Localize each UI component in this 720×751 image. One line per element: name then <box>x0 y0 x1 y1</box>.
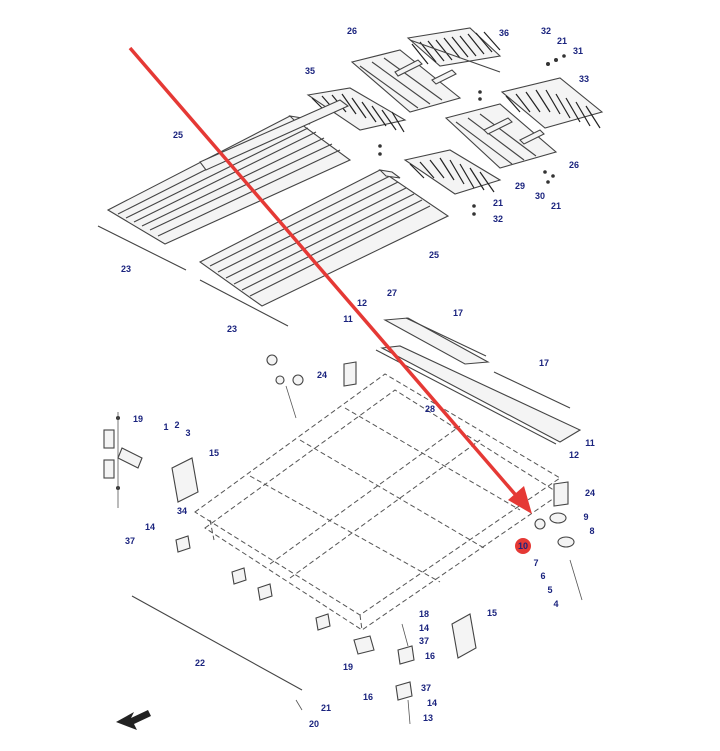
callout-14: 14 <box>145 522 155 532</box>
chaffer-sieve-25-lower <box>198 169 450 307</box>
callout-21: 21 <box>321 703 331 713</box>
callout-11: 11 <box>585 438 595 448</box>
callout-24: 24 <box>585 488 595 498</box>
callout-18: 18 <box>419 609 429 619</box>
top-sieve-assembly-26 <box>350 49 462 113</box>
callout-15: 15 <box>209 448 219 458</box>
callout-11: 11 <box>343 314 353 324</box>
brackets-bottom <box>175 535 415 725</box>
callout-9: 9 <box>583 512 588 522</box>
bracket-24-right <box>553 481 569 507</box>
callout-3: 3 <box>185 428 190 438</box>
rod-22 <box>131 595 303 711</box>
callout-4: 4 <box>553 599 558 609</box>
side-plate-15-left <box>171 457 199 503</box>
direction-arrow-icon <box>116 710 151 730</box>
callout-1: 1 <box>163 422 168 432</box>
chaffer-sieve-25-upper <box>106 99 352 245</box>
callout-6: 6 <box>540 571 545 581</box>
callout-28: 28 <box>425 404 435 414</box>
main-frame <box>194 373 561 631</box>
callout-10: 10 <box>518 541 528 551</box>
callout-30: 30 <box>535 191 545 201</box>
callout-20: 20 <box>309 719 319 729</box>
hinge-parts-upper <box>266 354 304 419</box>
callout-19: 19 <box>133 414 143 424</box>
callout-34: 34 <box>177 506 187 516</box>
callout-19: 19 <box>343 662 353 672</box>
bracket-24-upper <box>343 361 357 387</box>
callout-32: 32 <box>541 26 551 36</box>
callout-37: 37 <box>421 683 431 693</box>
callout-37: 37 <box>125 536 135 546</box>
callout-7: 7 <box>533 558 538 568</box>
strip-27-17 <box>383 317 490 365</box>
callout-12: 12 <box>569 450 579 460</box>
callout-17: 17 <box>539 358 549 368</box>
callout-23: 23 <box>121 264 131 274</box>
callout-22: 22 <box>195 658 205 668</box>
callout-36: 36 <box>499 28 509 38</box>
callout-16: 16 <box>425 651 435 661</box>
fasteners-top <box>378 54 566 216</box>
callout-24: 24 <box>317 370 327 380</box>
callout-12: 12 <box>357 298 367 308</box>
comb-lower-middle <box>403 149 502 195</box>
callout-25: 25 <box>173 130 183 140</box>
callout-21: 21 <box>557 36 567 46</box>
callout-26: 26 <box>569 160 579 170</box>
rails-23 <box>97 225 289 327</box>
callout-21: 21 <box>493 198 503 208</box>
callout-15: 15 <box>487 608 497 618</box>
callout-29: 29 <box>515 181 525 191</box>
callout-26: 26 <box>347 26 357 36</box>
callout-33: 33 <box>579 74 589 84</box>
comb-35 <box>306 87 407 133</box>
callout-23: 23 <box>227 324 237 334</box>
callout-highlight-circle <box>515 538 531 554</box>
callout-27: 27 <box>387 288 397 298</box>
callout-31: 31 <box>573 46 583 56</box>
side-plate-15-lower <box>451 613 477 659</box>
callout-14: 14 <box>419 623 429 633</box>
callout-35: 35 <box>305 66 315 76</box>
comb-33 <box>500 77 604 129</box>
callout-13: 13 <box>423 713 433 723</box>
comb-36 <box>406 27 502 73</box>
callout-14: 14 <box>427 698 437 708</box>
hinge-parts-left <box>103 412 143 508</box>
callout-2: 2 <box>174 420 179 430</box>
callout-25: 25 <box>429 250 439 260</box>
callout-5: 5 <box>547 585 552 595</box>
top-sieve-assembly-26b <box>444 103 558 169</box>
callout-21: 21 <box>551 201 561 211</box>
callout-37: 37 <box>419 636 429 646</box>
bearing-parts-right <box>534 512 583 601</box>
highlight-arrow <box>128 46 532 514</box>
callout-8: 8 <box>589 526 594 536</box>
callout-32: 32 <box>493 214 503 224</box>
callout-16: 16 <box>363 692 373 702</box>
callout-17: 17 <box>453 308 463 318</box>
